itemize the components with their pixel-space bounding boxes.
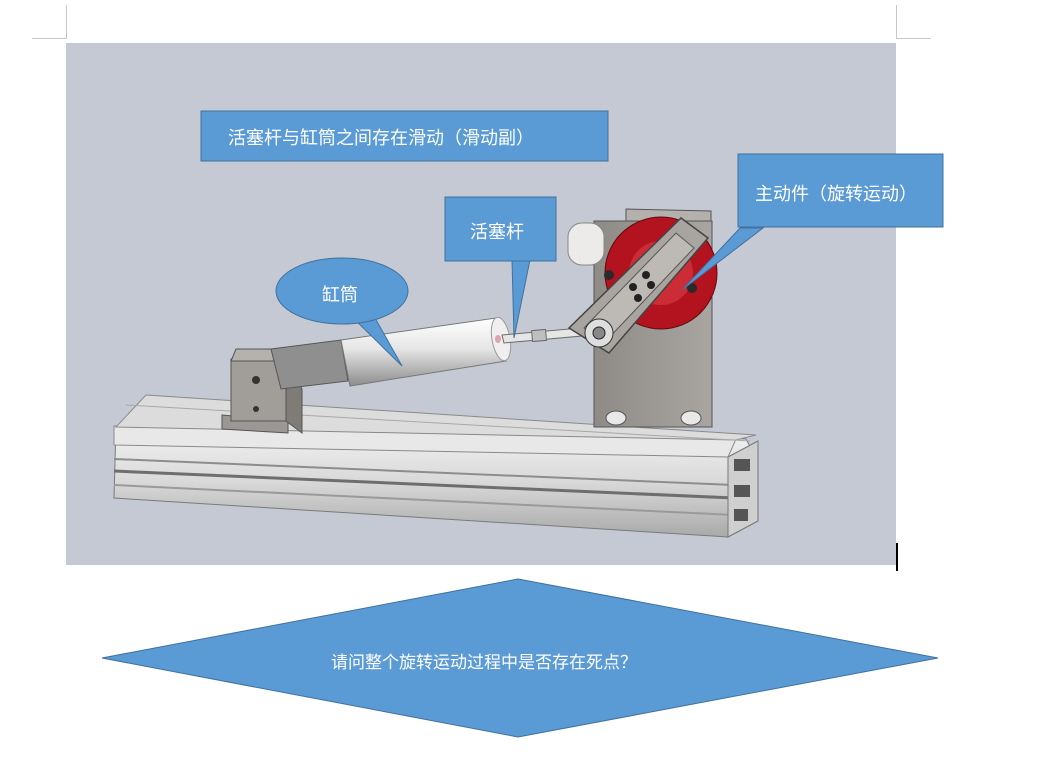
- aluminium-rail: [113, 394, 759, 538]
- crop-mark-top-right-v: [896, 5, 897, 39]
- crop-mark-top-left-h: [32, 38, 66, 39]
- crop-mark-top-right-h: [897, 38, 931, 39]
- driver-callout-text: 主动件（旋转运动）: [755, 184, 917, 205]
- sliding-pair-callout-box[interactable]: [200, 110, 609, 162]
- crank-link: [567, 217, 710, 354]
- text-cursor: [896, 543, 898, 571]
- question-text: 请问整个旋转运动过程中是否存在死点？: [331, 653, 637, 673]
- question-diamond[interactable]: [101, 578, 939, 738]
- piston-rod-callout-text: 活塞杆: [470, 222, 524, 243]
- piston-rod-callout[interactable]: [444, 196, 557, 339]
- crop-mark-top-left-v: [66, 5, 67, 39]
- cylinder-callout-text: 缸筒: [322, 285, 358, 306]
- sliding-pair-callout-text: 活塞杆与缸筒之间存在滑动（滑动副）: [228, 128, 534, 149]
- cylinder-callout[interactable]: [275, 257, 409, 367]
- driver-callout[interactable]: [681, 153, 944, 291]
- mechanism-drawing: [113, 208, 759, 538]
